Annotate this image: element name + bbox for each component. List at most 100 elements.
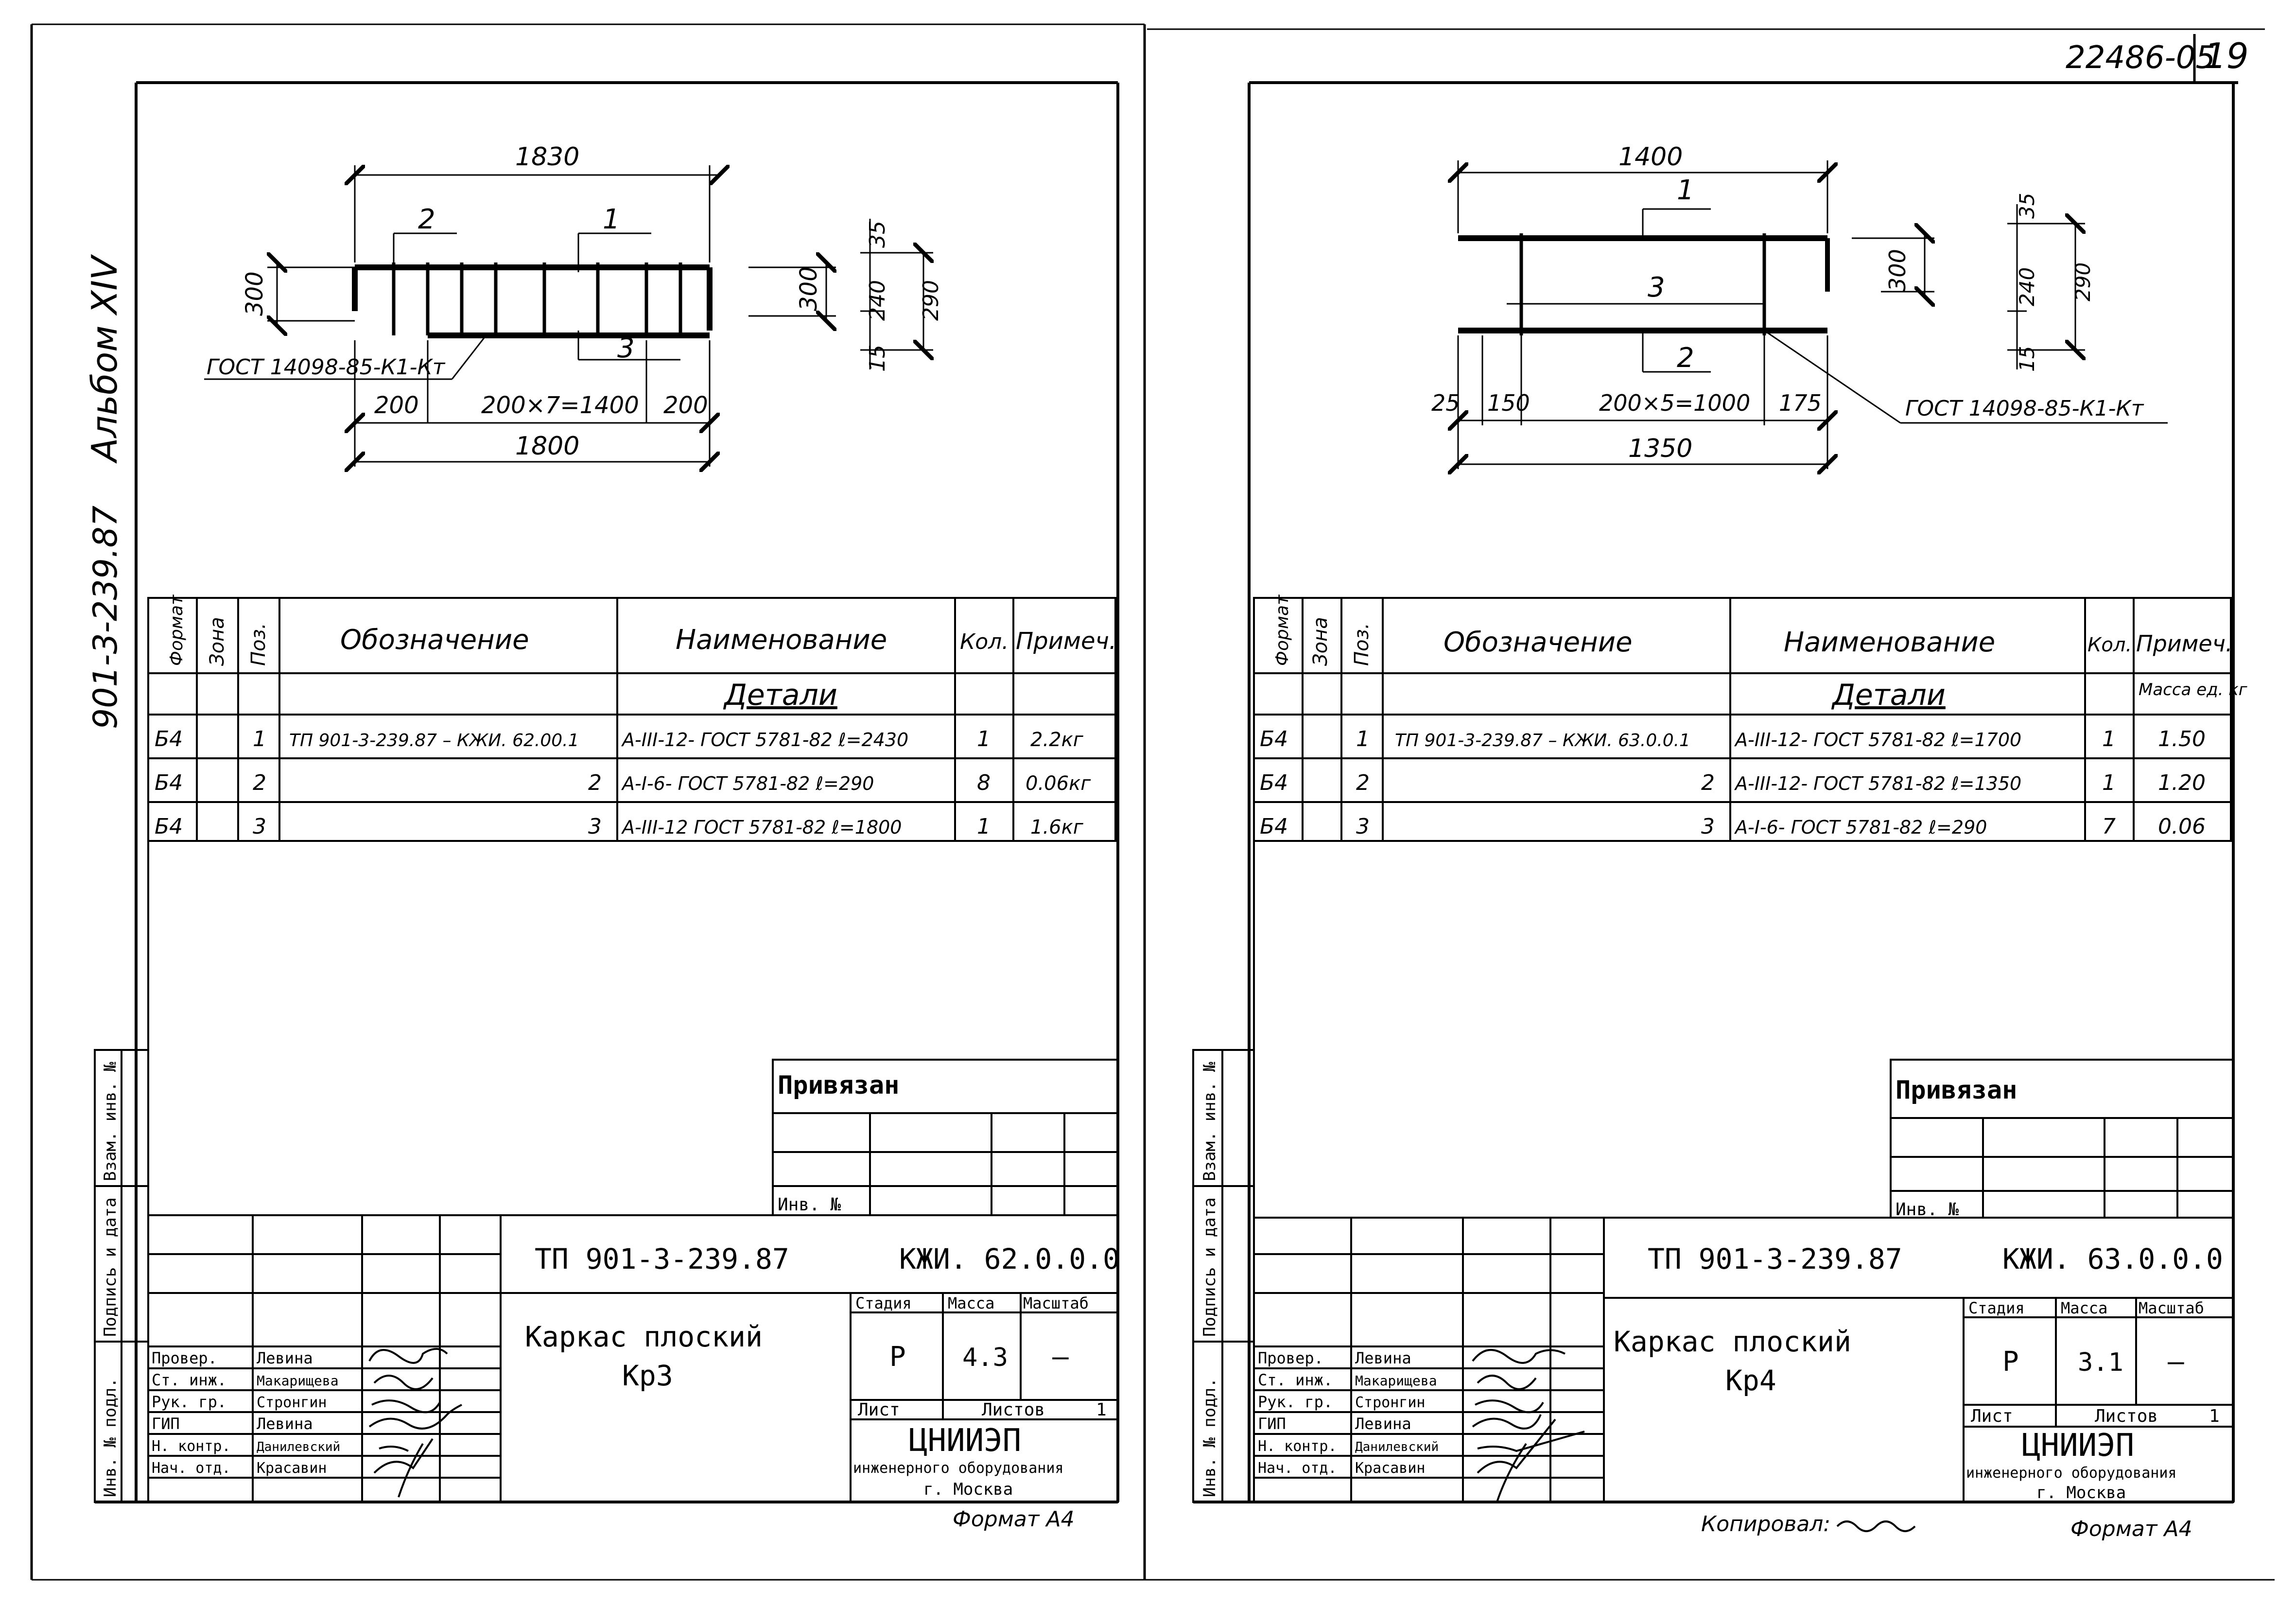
album-label: Альбом XIV (84, 254, 125, 464)
sig-name-2-2: Макарищева (1355, 1373, 1437, 1389)
row-3-note-2: 0.06 (2158, 814, 2206, 839)
row-1-designation: ТП 901-3-239.87 – КЖИ. 62.00.1 (289, 731, 579, 751)
dim-inner-overall: 1800 (515, 432, 579, 461)
sig-name-3: Стронгин (257, 1394, 327, 1411)
side-label-inv-orig-2: Инв. № подл. (1200, 1378, 1219, 1497)
dim-height-left: 300 (241, 271, 268, 316)
title-block (147, 1214, 1119, 1503)
tb-org-sub-2: инженерного оборудования (1966, 1465, 2176, 1482)
row-3-name-2: А-I-6- ГОСТ 5781-82 ℓ=290 (1734, 817, 1987, 838)
side-label-signature: Подпись и дата (101, 1197, 120, 1337)
dim-spacing-right: 200 (663, 392, 708, 419)
privyazan-title-2: Привязан (1896, 1076, 2017, 1105)
row-1-format-2: Б4 (1260, 727, 1288, 751)
callout-pos-1: 1 (603, 204, 620, 235)
sig-role-1: Провер. (152, 1349, 217, 1367)
col-qty-2: Кол. (2087, 634, 2132, 656)
col-format: Формат (167, 594, 187, 666)
dim-spacing-right-2: 175 (1779, 390, 1822, 416)
spec-table-2 (1253, 597, 2232, 1205)
row-2-format-2: Б4 (1260, 770, 1288, 795)
row-2-qty-2: 1 (2102, 770, 2116, 795)
tb-stage-2: Р (2002, 1346, 2019, 1378)
callout-pos-1-2: 1 (1677, 175, 1694, 206)
col-zone: Зона (206, 617, 228, 666)
dim-h-mid-2: 240 (2015, 267, 2039, 306)
gost-note-2: ГОСТ 14098-85-К1-Кт (1905, 396, 2144, 421)
sig-role-3-2: Рук. гр. (1258, 1393, 1333, 1411)
row-1-format: Б4 (155, 727, 183, 751)
privyazan-inv: Инв. № (778, 1195, 841, 1215)
dim-spacing-mid-2: 200×5=1000 (1599, 390, 1750, 416)
row-1-qty-2: 1 (2102, 727, 2116, 751)
handwritten-signatures-2 (1472, 1349, 1585, 1502)
tb-org-city: г. Москва (923, 1480, 1013, 1499)
tb-doc-code: КЖИ. 62.0.0.0 (899, 1242, 1120, 1275)
tb-sheet-label: Лист (858, 1400, 900, 1420)
tb-scale-label: Масштаб (1023, 1294, 1089, 1312)
row-3-format: Б4 (155, 814, 183, 839)
dim-inner-overall-2: 1350 (1628, 434, 1692, 463)
sig-role-5: Н. контр. (152, 1438, 231, 1455)
tb-sheets-label: Листов (982, 1400, 1045, 1420)
tb-scale-label-2: Масштаб (2139, 1299, 2204, 1317)
col-name-2: Наименование (1784, 627, 1995, 658)
row-2-designation-2: 2 (1701, 770, 1715, 795)
col-name: Наименование (676, 624, 887, 656)
tb-scale: — (1052, 1341, 1069, 1373)
doc-code-header: 22486-05 (2066, 40, 2215, 76)
col-note-2: Примеч. (2136, 630, 2233, 657)
tb-stage-label: Стадия (855, 1294, 912, 1312)
row-1-qty: 1 (977, 727, 991, 751)
dim-h-mid: 240 (865, 280, 890, 321)
tb-mass-2: 3.1 (2078, 1348, 2123, 1377)
tb-title-line1-2: Каркас плоский (1614, 1325, 1851, 1358)
tb-stage: Р (889, 1341, 906, 1373)
page-number: 19 (2204, 35, 2249, 76)
row-3-designation-2: 3 (1701, 814, 1715, 839)
sig-name-1-2: Левина (1355, 1349, 1411, 1367)
tb-title-line2: Кр3 (622, 1359, 673, 1392)
sheet-left: 1830 1800 200 200×7=1400 200 300 300 35 … (94, 81, 1120, 1532)
dim-h-bot: 15 (865, 345, 890, 372)
col-designation-2: Обозначение (1444, 627, 1633, 658)
row-2-note: 0.06кг (1026, 772, 1091, 795)
spec-table (147, 597, 1116, 1205)
side-label-replace-inv: Взам. инв. № (101, 1062, 120, 1181)
tb-project: ТП 901-3-239.87 (535, 1242, 789, 1275)
row-2-name: А-I-6- ГОСТ 5781-82 ℓ=290 (621, 773, 874, 794)
row-1-note: 2.2кг (1030, 729, 1084, 751)
sig-role-1-2: Провер. (1258, 1349, 1323, 1367)
sig-name-2: Макарищева (257, 1373, 339, 1389)
row-2-name-2: А-III-12- ГОСТ 5781-82 ℓ=1350 (1734, 773, 2021, 794)
dim-spacing-b-2: 150 (1487, 390, 1530, 416)
col-qty: Кол. (960, 629, 1009, 654)
tb-sheets-value-2: 1 (2209, 1406, 2220, 1426)
sig-name-4-2: Левина (1355, 1415, 1411, 1433)
rebar-frame-drawing (204, 165, 933, 467)
dim-height-mid: 300 (795, 266, 822, 311)
dim-h-top: 35 (865, 221, 890, 248)
col-pos-2: Поз. (1351, 623, 1373, 666)
dim-spacing-a-2: 25 (1431, 390, 1460, 416)
section-title-2: Детали (1831, 678, 1946, 712)
dim-h-top-2: 35 (2015, 193, 2039, 219)
copied-by-label: Копировал: (1701, 1512, 1830, 1537)
row-3-qty-2: 7 (2102, 814, 2116, 839)
col-pos: Поз. (247, 623, 270, 666)
sig-role-2: Ст. инж. (152, 1371, 226, 1389)
callout-pos-2: 2 (418, 204, 435, 235)
side-label-replace-inv-2: Взам. инв. № (1200, 1062, 1219, 1181)
row-3-pos-2: 3 (1356, 814, 1370, 839)
col-format-2: Формат (1272, 594, 1292, 666)
tb-mass-label: Масса (948, 1294, 994, 1312)
sig-name-5-2: Данилевский (1355, 1440, 1439, 1454)
privyazan-title: Привязан (778, 1071, 899, 1100)
dim-spacing-mid: 200×7=1400 (481, 392, 639, 419)
row-1-pos-2: 1 (1356, 727, 1370, 751)
rebar-frame-drawing-2 (1458, 160, 2168, 469)
sig-role-3: Рук. гр. (152, 1393, 226, 1411)
tb-mass: 4.3 (962, 1343, 1008, 1372)
row-3-note: 1.6кг (1030, 816, 1084, 838)
